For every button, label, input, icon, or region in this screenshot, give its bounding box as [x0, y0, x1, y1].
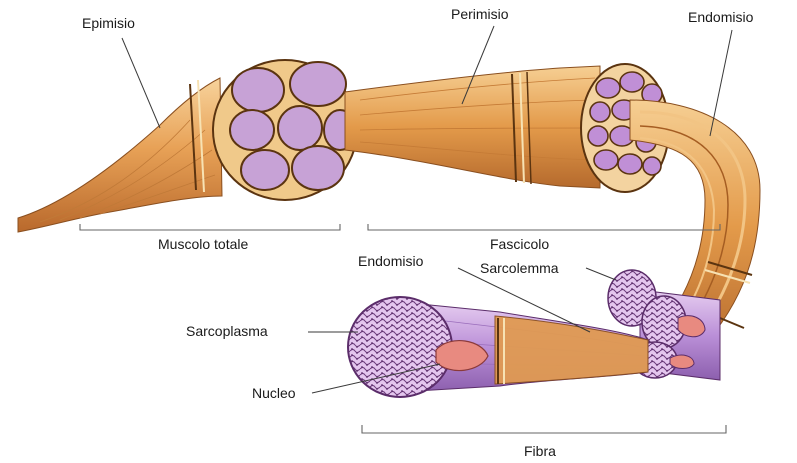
label-fibra: Fibra — [524, 443, 556, 459]
endomysium-sheath — [495, 316, 648, 384]
brace-muscolo-totale — [80, 224, 340, 230]
label-nucleo: Nucleo — [252, 385, 296, 401]
fascicle-body — [345, 66, 600, 188]
label-muscolo-totale: Muscolo totale — [158, 236, 248, 252]
fiber-cross-section — [348, 297, 452, 397]
brace-fibra — [362, 425, 726, 433]
leader-sarcolemma — [586, 268, 616, 280]
fascicle-sections — [230, 62, 356, 190]
label-endomisio-top: Endomisio — [688, 9, 754, 25]
whole-muscle — [18, 60, 357, 232]
leader-epimisio — [122, 38, 160, 128]
leader-endomisio-top — [710, 30, 732, 136]
brace-fascicolo — [368, 224, 720, 230]
label-sarcolemma: Sarcolemma — [480, 260, 559, 276]
label-endomisio-mid: Endomisio — [358, 253, 424, 269]
label-perimisio: Perimisio — [451, 6, 509, 22]
single-fiber — [348, 297, 648, 397]
fascicle — [345, 64, 669, 192]
label-sarcoplasma: Sarcoplasma — [186, 323, 268, 339]
label-epimisio: Epimisio — [82, 15, 135, 31]
label-fascicolo: Fascicolo — [490, 236, 549, 252]
